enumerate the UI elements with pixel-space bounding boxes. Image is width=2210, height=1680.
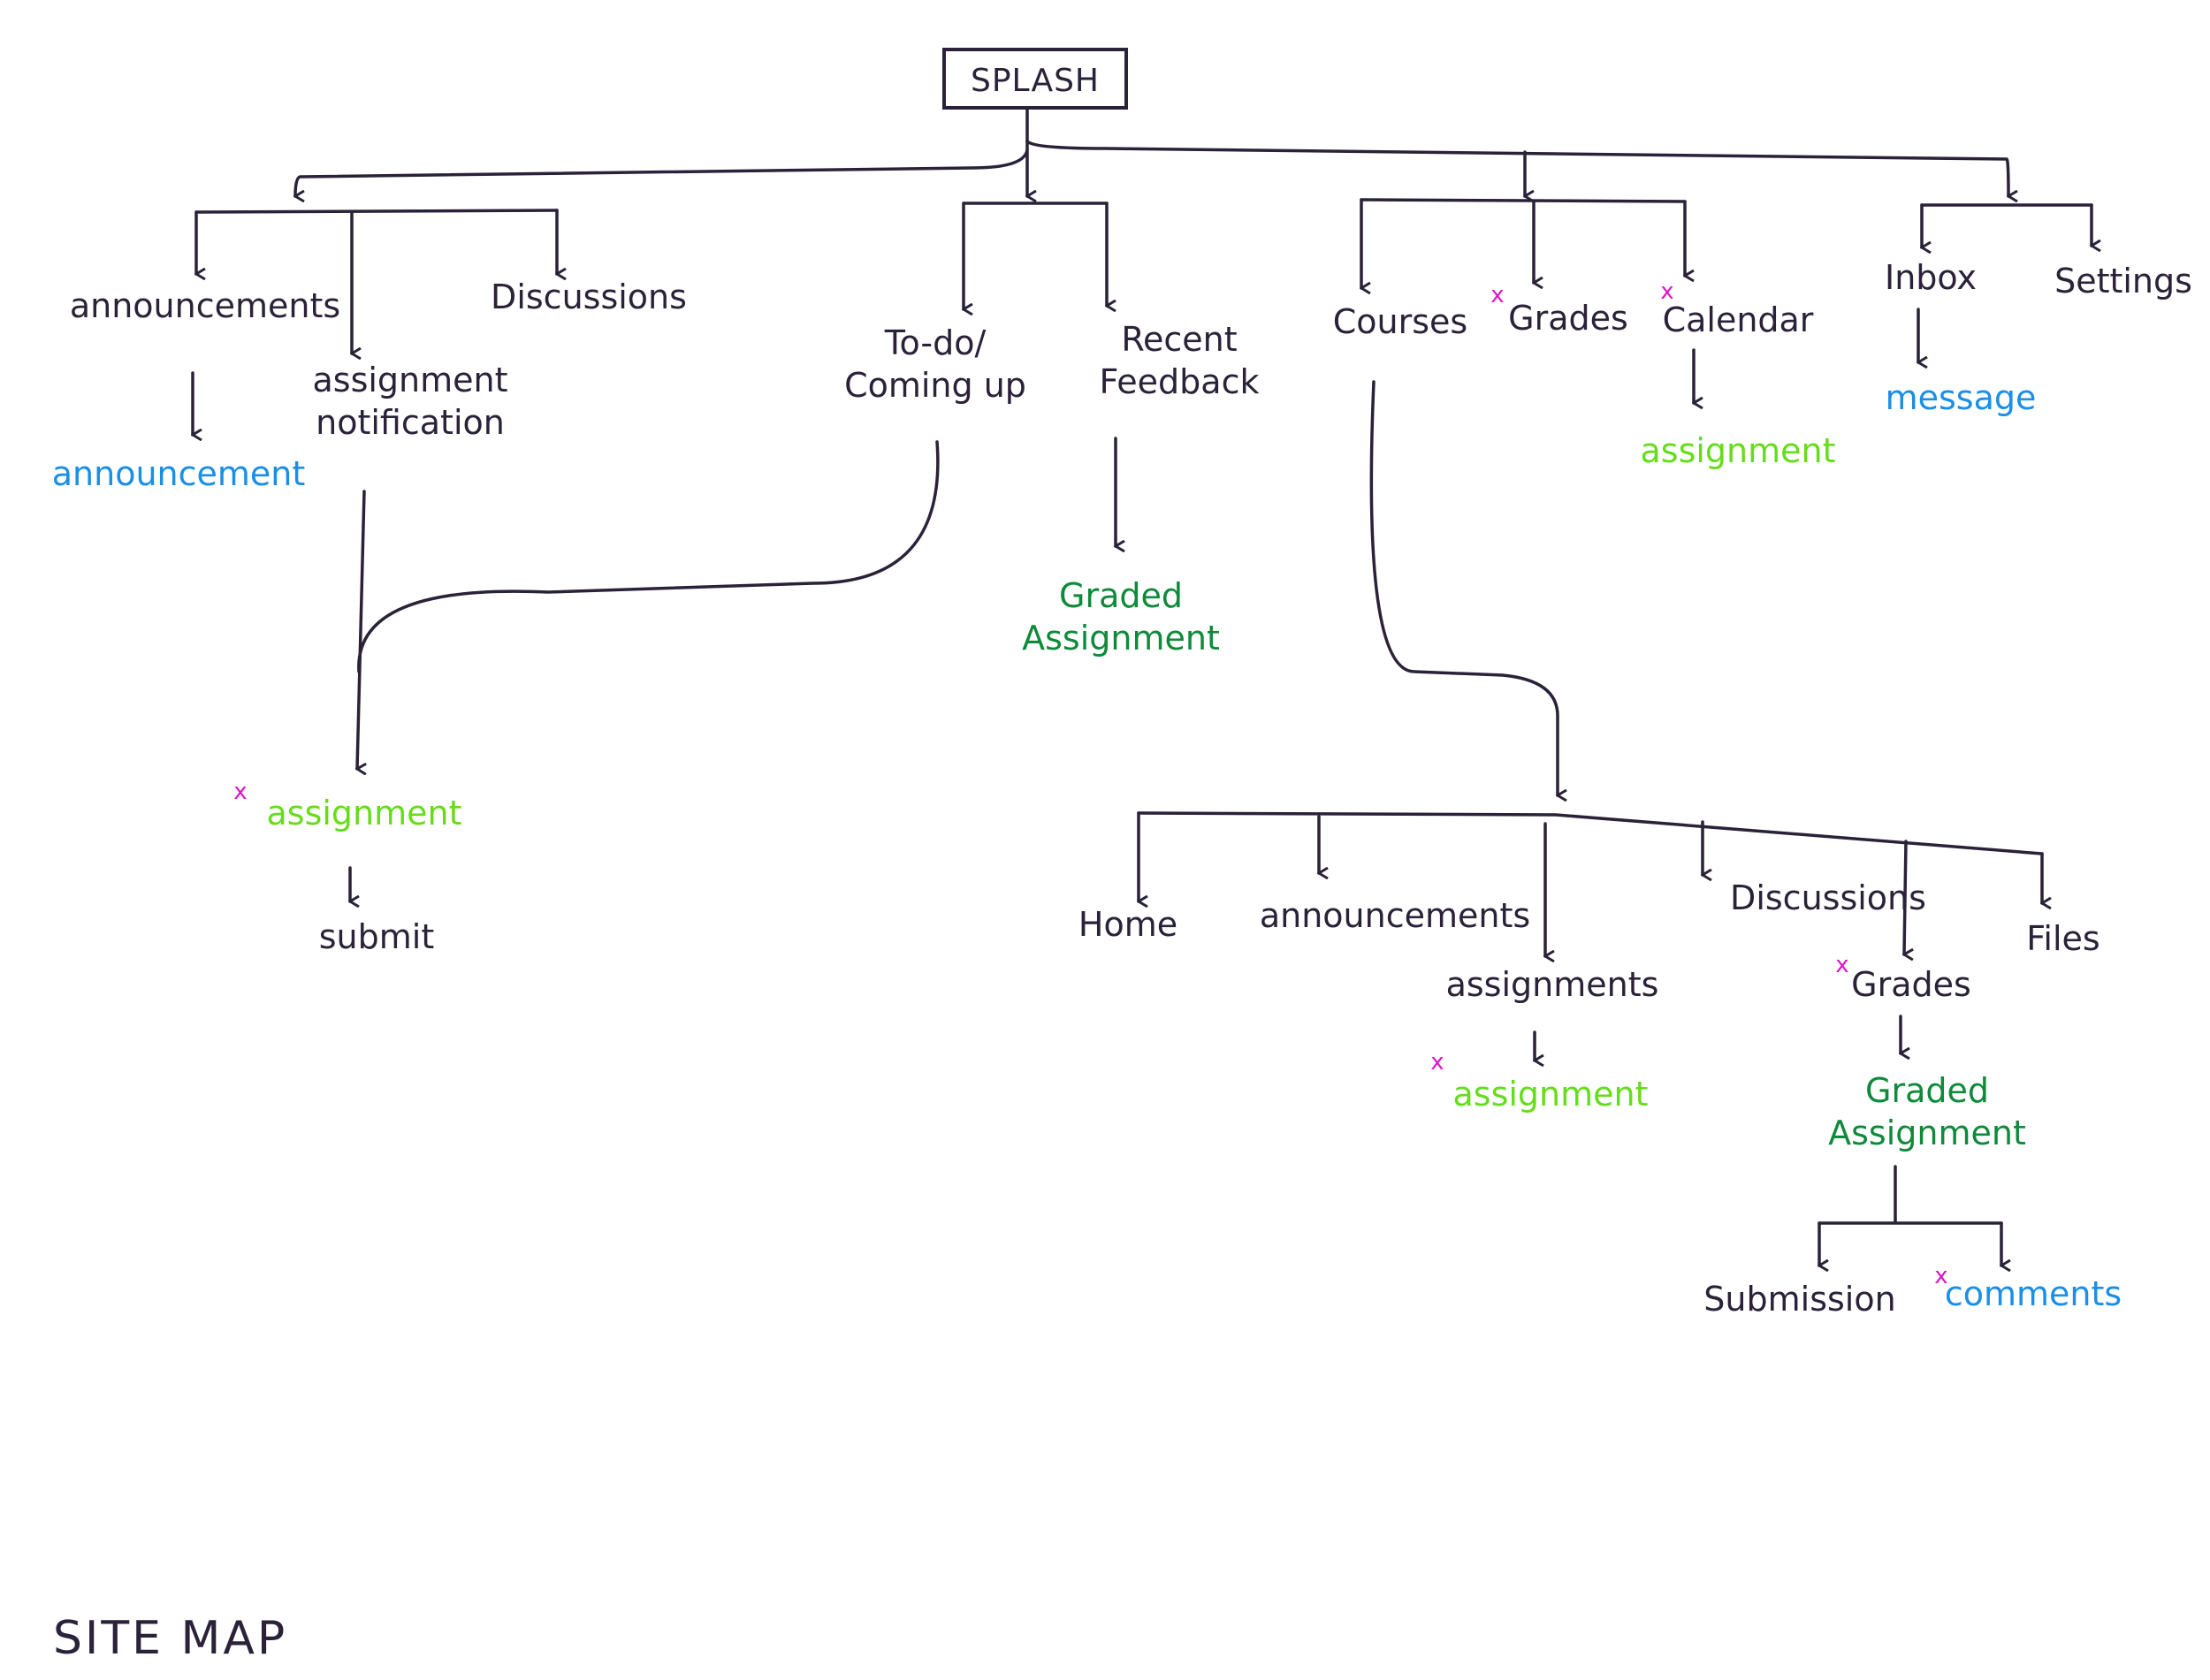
node-course-announcements: announcements (1259, 896, 1531, 935)
node-course-home: Home (1078, 905, 1178, 944)
splash-node-box (942, 48, 1128, 110)
node-settings: Settings (2054, 262, 2192, 300)
marker-x: x (1490, 282, 1505, 308)
node-submission: Submission (1703, 1280, 1896, 1319)
edge-course-bus (1137, 811, 2044, 855)
node-assignment-calendar: assignment (1640, 431, 1836, 470)
node-calendar: Calendar (1662, 300, 1814, 339)
node-course-assignment: assignment (1452, 1075, 1649, 1114)
node-todo: To-do/ Coming up (844, 323, 1026, 405)
node-announcements: announcements (69, 286, 341, 325)
diagram-title: SITE MAP (53, 1612, 288, 1665)
node-recent-feedback: Recent Feedback (1099, 320, 1260, 401)
node-message: message (1885, 378, 2037, 417)
node-assignment-notification: assignment notification (312, 361, 508, 442)
node-splash: SPLASH (971, 63, 1100, 99)
marker-x: x (1660, 278, 1674, 305)
node-assignment-1: assignment (266, 794, 462, 832)
marker-x: x (233, 779, 248, 805)
edge-splash-stem (295, 108, 1029, 196)
node-course-assignments: assignments (1445, 965, 1659, 1004)
node-announcement: announcement (51, 454, 306, 493)
node-courses: Courses (1332, 302, 1468, 341)
edge-top-bus-right (1025, 140, 2008, 196)
edge-group3-bus (1360, 198, 1687, 203)
node-inbox: Inbox (1885, 258, 1977, 297)
node-graded-assignment-1: Graded Assignment (1022, 576, 1220, 658)
marker-x: x (1430, 1049, 1444, 1076)
node-grades: Grades (1508, 299, 1628, 338)
edge-group1-bus (194, 209, 559, 214)
node-course-files: Files (2026, 919, 2100, 958)
edge-notification-to-assignment (357, 490, 364, 769)
edge-to-course-grades (1904, 840, 1906, 954)
marker-x: x (1934, 1263, 1948, 1289)
node-course-grades: Grades (1851, 965, 1971, 1004)
node-graded-assignment-2: Graded Assignment (1828, 1071, 2026, 1152)
node-submit: submit (318, 917, 435, 956)
node-comments: comments (1944, 1274, 2122, 1313)
marker-x: x (1835, 952, 1849, 978)
node-course-discussions: Discussions (1730, 878, 1926, 917)
node-discussions: Discussions (491, 277, 687, 316)
edge-todo-to-assignment (357, 440, 940, 673)
edge-courses-to-sub (1369, 380, 1558, 795)
